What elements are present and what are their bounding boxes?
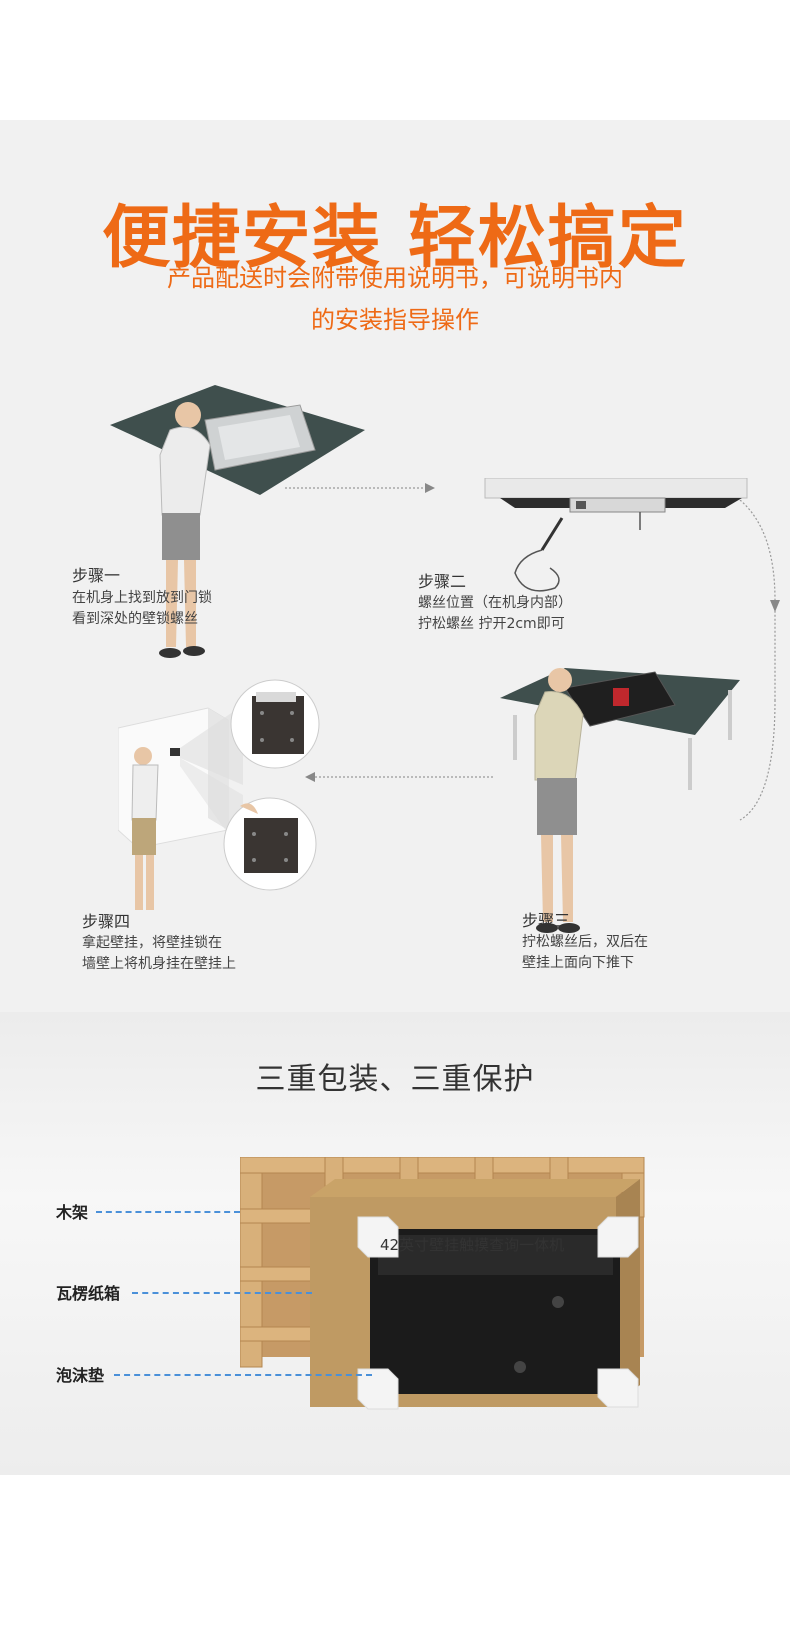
label-carton: 瓦楞纸箱 (56, 1284, 121, 1303)
packaging-illustration (240, 1157, 645, 1410)
arrow-right-icon (285, 483, 435, 493)
step1-illustration (110, 385, 365, 658)
zoom-circle-top (230, 679, 320, 769)
step2-illustration (484, 478, 748, 592)
step4-desc-line-2: 墙壁上将机身挂在壁挂上 (82, 956, 236, 972)
step4-title: 步骤四 (82, 912, 131, 931)
step1-desc-line-1: 在机身上找到放到门锁 (72, 590, 212, 606)
step1-title: 步骤一 (72, 566, 121, 585)
step2-desc-line-1: 螺丝位置（在机身内部） (418, 595, 572, 611)
step3-illustration (500, 668, 740, 933)
zoom-circle-bottom (223, 797, 317, 891)
step1-desc-line-2: 看到深处的壁锁螺丝 (72, 611, 198, 627)
packaging-section: 三重包装、三重保护 42英寸壁挂触摸查询一体机 木架 瓦楞纸箱 泡沫垫 (0, 1012, 790, 1475)
step4-desc-line-1: 拿起壁挂，将壁挂锁在 (82, 935, 222, 951)
dash-line-1 (96, 1211, 240, 1213)
installation-section: 便捷安装 轻松搞定 产品配送时会附带使用说明书，可说明书内 的安装指导操作 步骤… (0, 120, 790, 1012)
step3-desc-line-2: 壁挂上面向下推下 (522, 955, 634, 971)
step3-desc-line-1: 拧松螺丝后，双后在 (522, 934, 648, 950)
subtitle-line-2: 的安装指导操作 (311, 306, 479, 334)
subtitle-line-1: 产品配送时会附带使用说明书，可说明书内 (167, 264, 623, 292)
arrow-left-icon (305, 772, 495, 782)
step2-desc-line-2: 拧松螺丝 拧开2cm即可 (418, 616, 565, 632)
label-wooden-frame: 木架 (56, 1203, 89, 1222)
packaging-title: 三重包装、三重保护 (255, 1062, 535, 1097)
step3-title: 步骤三 (522, 911, 571, 930)
step2-title: 步骤二 (418, 572, 467, 591)
label-foam: 泡沫垫 (56, 1366, 105, 1385)
dash-line-2 (132, 1292, 312, 1294)
arrow-curve-icon (739, 500, 780, 821)
headline: 便捷安装 轻松搞定 (102, 199, 688, 278)
box-label: 42英寸壁挂触摸查询一体机 (380, 1236, 565, 1254)
dash-line-3 (114, 1374, 372, 1376)
